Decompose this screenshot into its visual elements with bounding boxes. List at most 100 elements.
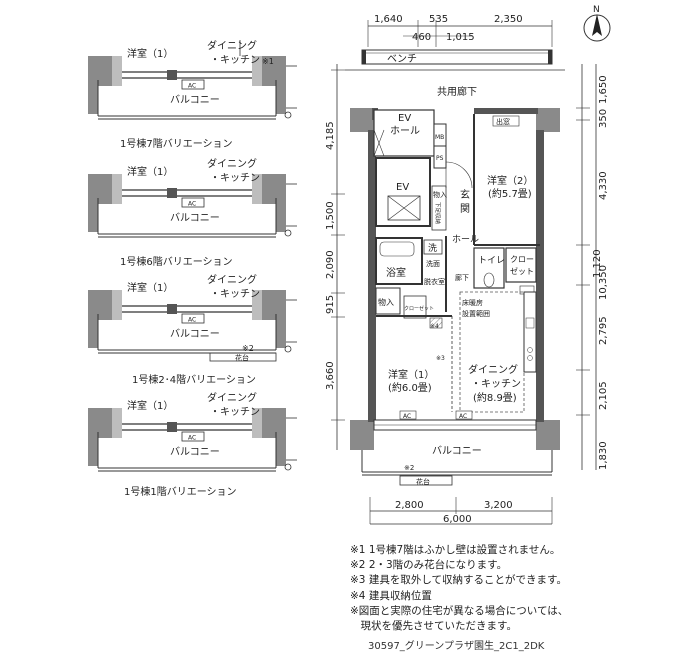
planter-label: 花台 [416, 477, 430, 486]
entrance-label-1: 玄 [460, 188, 470, 201]
var-balcony-label: バルコニー [170, 212, 220, 224]
note-4: ※4 建具収納位置 [350, 589, 432, 602]
dim-right-total: 10,350 [598, 265, 609, 300]
dim-right-1650: 1,650 [598, 75, 609, 104]
var-dining-label: ダイニング [207, 157, 257, 170]
note4-marker: ※4 [430, 323, 439, 330]
note3-marker: ※3 [436, 355, 445, 362]
dim-bottom-total: 6,000 [443, 514, 472, 525]
dk-label-1: ダイニング [468, 363, 518, 376]
var-note-label: ※2 [242, 344, 254, 353]
small-closet-label: クローゼット [404, 305, 434, 312]
variation-1f: 洋室（1） ダイニング ・キッチン AC バルコニー 1号棟1階バリエーション [87, 391, 298, 498]
note-3: ※3 建具を取外して収納することができます。 [350, 574, 567, 587]
dim-right-2105: 2,105 [598, 381, 609, 410]
dim-left-3660: 3,660 [325, 361, 336, 390]
floor-heating-label-1: 床暖房 [462, 298, 483, 307]
ev-hall-label-1: EV [398, 113, 411, 124]
var-kitchen-label: ・キッチン [210, 406, 260, 418]
var-planter-label: 花台 [235, 353, 249, 362]
bench-label: ベンチ [387, 53, 417, 65]
dim-top-460: 460 [412, 32, 431, 43]
dim-left-2090: 2,090 [325, 250, 336, 279]
dim-left-1500: 1,500 [325, 201, 336, 230]
western1-label-2: (約6.0畳) [388, 381, 432, 394]
var-room-label: 洋室（1） [127, 399, 173, 412]
var-room-label: 洋室（1） [127, 47, 173, 60]
var-ac-label: AC [188, 201, 196, 208]
var-kitchen-label: ・キッチン [210, 288, 260, 300]
dim-right-1120: 1,120 [592, 249, 603, 278]
var-kitchen-label: ・キッチン [210, 54, 260, 66]
western2-label-2: (約5.7畳) [488, 187, 532, 200]
var-caption: 1号棟1階バリエーション [124, 485, 237, 498]
storage-label: 物入 [433, 190, 447, 199]
variation-2-4f: 洋室（1） ダイニング ・キッチン ※2 花台 AC バルコニー 1号棟2･4階… [87, 273, 298, 386]
storage2-label: 物入 [378, 297, 394, 307]
corridor2-label: 廊下 [455, 273, 469, 282]
ev-label: EV [396, 182, 409, 193]
reference-code: 30597_グリーンプラザ園生_2C1_2DK [368, 641, 545, 652]
var-ac-label: AC [188, 83, 196, 90]
var-balcony-label: バルコニー [170, 328, 220, 340]
corridor-label: 共用廊下 [437, 85, 477, 98]
dim-right-350: 350 [598, 109, 609, 128]
var-ac-label: AC [188, 435, 196, 442]
shoe-storage-label: 下足収納 [434, 202, 442, 225]
entrance-label-2: 関 [460, 203, 470, 215]
western2-label-1: 洋室（2） [487, 174, 533, 187]
var-caption: 1号棟6階バリエーション [120, 255, 233, 268]
western1-label-1: 洋室（1） [388, 368, 434, 381]
var-kitchen-label: ・キッチン [210, 172, 260, 184]
dim-right-4330: 4,330 [598, 171, 609, 200]
dim-top-1015: 1,015 [446, 32, 475, 43]
note-2: ※2 2・3階のみ花台になります。 [350, 559, 508, 572]
closet-label-1: クロー [510, 255, 534, 264]
dim-top-1640: 1,640 [374, 14, 403, 25]
note2-marker: ※2 [404, 464, 414, 472]
balcony-label: バルコニー [432, 445, 482, 457]
note-1: ※1 1号棟7階はふかし壁は設置されません。 [350, 544, 561, 556]
variation-6f: 洋室（1） ダイニング ・キッチン AC バルコニー 1号棟6階バリエーション [87, 157, 298, 268]
closet-label-2: ゼット [510, 266, 534, 276]
dim-right-2795: 2,795 [598, 316, 609, 345]
dim-left-4185: 4,185 [325, 121, 336, 150]
note-5: ※図面と実際の住宅が異なる場合については、 [350, 604, 569, 617]
var-dining-label: ダイニング [207, 39, 257, 52]
mb-label: MB [435, 134, 444, 141]
hall-label: ホール [452, 234, 479, 245]
dim-bottom-2800: 2,800 [395, 500, 424, 511]
ac-label-western: AC [403, 413, 411, 420]
var-caption: 1号棟2･4階バリエーション [132, 373, 256, 386]
dim-bottom-3200: 3,200 [484, 500, 513, 511]
notes-block: ※1 1号棟7階はふかし壁は設置されません。 ※2 2・3階のみ花台になります。… [350, 543, 695, 634]
var-dining-label: ダイニング [207, 391, 257, 404]
var-note-label: ※1 [262, 57, 274, 66]
north-label: N [593, 5, 600, 15]
var-caption: 1号棟7階バリエーション [120, 137, 233, 150]
var-balcony-label: バルコニー [170, 446, 220, 458]
var-balcony-label: バルコニー [170, 94, 220, 106]
floor-heating-label-2: 設置範囲 [462, 309, 490, 318]
dressing-label-2: 脱衣室 [424, 277, 445, 286]
wash-label: 洗 [428, 242, 437, 254]
dim-top-2350: 2,350 [494, 14, 523, 25]
var-ac-label: AC [188, 317, 196, 324]
note-6: 現状を優先させていただきます。 [350, 620, 517, 633]
bath-label: 浴室 [386, 266, 406, 279]
dk-label-2: ・キッチン [471, 378, 521, 390]
var-dining-label: ダイニング [207, 273, 257, 286]
dressing-label-1: 洗面 [426, 259, 440, 268]
main-floor-plan: 1,640 535 2,350 460 1,015 N ベンチ 共用廊下 4,1… [325, 5, 611, 525]
dim-right-1830: 1,830 [598, 441, 609, 470]
ps-label: PS [436, 155, 444, 162]
dk-label-3: (約8.9畳) [473, 391, 517, 404]
ev-hall-label-2: ホール [390, 125, 420, 137]
variation-7f: 洋室（1） ダイニング ・キッチン ※1 AC バルコニー 1号棟7階バリエーシ… [87, 39, 298, 150]
var-room-label: 洋室（1） [127, 281, 173, 294]
window-label: 出窓 [496, 117, 510, 126]
dim-left-915: 915 [325, 295, 336, 314]
toilet-label: トイレ [478, 256, 505, 266]
north-arrow-icon: N [583, 5, 611, 42]
